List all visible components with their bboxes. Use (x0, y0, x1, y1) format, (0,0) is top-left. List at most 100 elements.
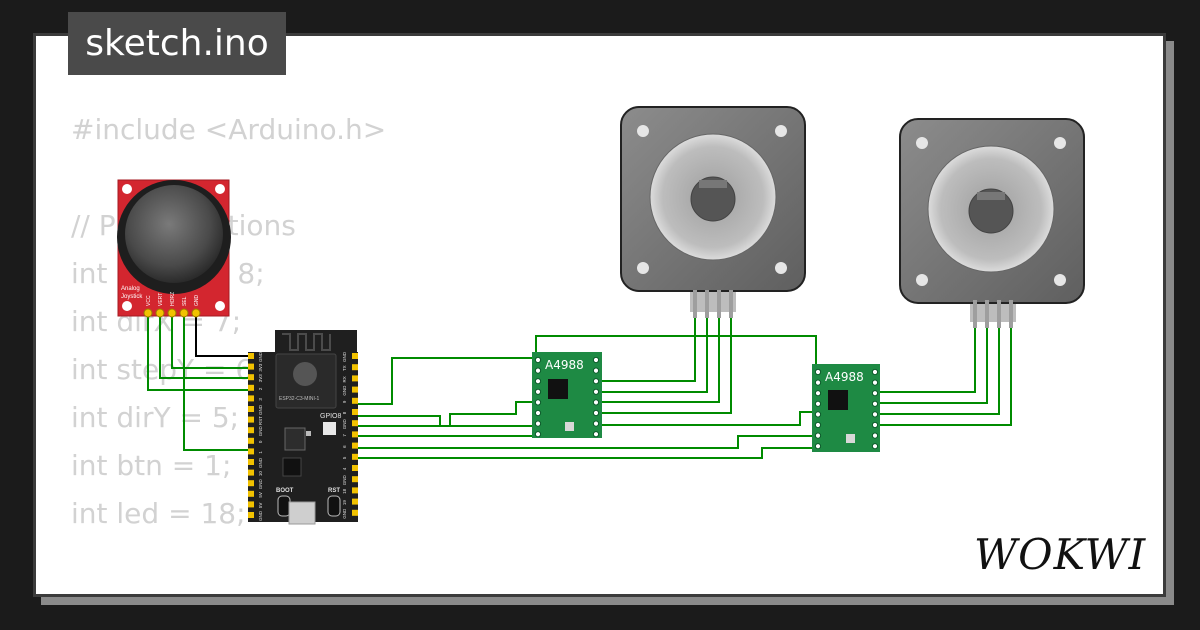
board-pin-left[interactable]: RST (248, 416, 263, 425)
board-pin-left[interactable]: GND (248, 510, 263, 521)
driver-pin[interactable] (871, 421, 879, 429)
board-pin-right[interactable]: 7 (342, 431, 358, 438)
file-tab[interactable]: sketch.ino (68, 12, 286, 75)
driver-pin[interactable] (871, 379, 879, 386)
rst-button[interactable] (327, 495, 341, 517)
joystick-pin[interactable]: VERT (155, 293, 165, 318)
driver-pin[interactable] (814, 400, 822, 407)
board-pin-right[interactable]: GND (342, 474, 358, 485)
esp32-c3-board[interactable]: ESP32-C3-MINI-1 GPIO8 BOOT RST GND3V33V3… (248, 330, 358, 525)
joystick-pin[interactable]: GND (191, 295, 201, 318)
driver-pin[interactable] (814, 379, 822, 386)
a4988-driver-1[interactable]: A4988 (532, 352, 602, 438)
board-pin-left[interactable]: GND (248, 478, 263, 489)
board-pin-right[interactable]: GND (342, 351, 358, 362)
board-pin-right[interactable]: 18 (342, 487, 358, 494)
board-pin-label: GND (258, 457, 263, 468)
board-pin-label: RX (342, 376, 347, 382)
board-pin-right[interactable]: GND (342, 508, 358, 519)
driver-pin[interactable] (814, 443, 822, 450)
driver-pin[interactable] (592, 367, 600, 374)
joystick-label-2: Joystick (121, 294, 143, 300)
board-pin-right[interactable]: 5 (342, 453, 358, 460)
joystick-pin[interactable]: SEL (179, 296, 189, 318)
boot-button[interactable] (277, 495, 291, 517)
motor-lead (729, 290, 733, 318)
driver-pin[interactable] (871, 400, 879, 407)
driver1-pins (534, 356, 600, 438)
motor-lead (705, 290, 709, 318)
board-pin-left[interactable]: 0 (248, 437, 263, 444)
board-pin-left[interactable]: 3V3 (248, 363, 263, 372)
driver-pin[interactable] (814, 421, 822, 429)
board-pin-label: GND (342, 474, 347, 485)
board-pin-left[interactable]: GND (248, 404, 263, 415)
board-pin-right[interactable]: GND (342, 385, 358, 396)
a4988-driver-2[interactable]: A4988 (812, 364, 880, 452)
board-pin-left[interactable]: GND (248, 425, 263, 436)
driver-pin[interactable] (592, 356, 600, 364)
board-pin-right[interactable]: 19 (342, 498, 358, 506)
driver2-pins (814, 368, 879, 450)
driver-pin[interactable] (814, 432, 822, 439)
board-pin-right[interactable]: RX (342, 375, 358, 383)
driver-pin[interactable] (592, 388, 600, 395)
driver-pin[interactable] (871, 390, 879, 397)
board-pin-left[interactable]: 10 (248, 469, 263, 477)
wire-driver1-motor1-4 (600, 318, 732, 414)
driver-pin[interactable] (534, 388, 542, 395)
stepper-motor-2[interactable] (899, 118, 1085, 328)
driver-pin[interactable] (871, 443, 879, 450)
board-pin-label: GND (342, 385, 347, 396)
motor-lead (693, 290, 697, 318)
driver-pin[interactable] (534, 367, 542, 374)
board-pin-left[interactable]: GND (248, 351, 263, 362)
board-pin-right[interactable]: TX (342, 364, 358, 371)
board-pin-right[interactable]: 6 (342, 442, 358, 449)
board-pin-left[interactable]: 1 (248, 448, 263, 455)
driver-pin[interactable] (534, 420, 542, 427)
driver-pin[interactable] (592, 399, 600, 406)
driver-pin[interactable] (534, 399, 542, 406)
stepper-motor-1[interactable] (620, 106, 806, 318)
driver-pin[interactable] (871, 411, 879, 418)
driver-pin[interactable] (814, 390, 822, 397)
wire-driver2-motor2-1 (880, 328, 976, 393)
joystick-pin[interactable]: VCC (143, 295, 153, 318)
driver-pin[interactable] (534, 409, 542, 417)
board-pin-label: 10 (258, 471, 263, 477)
driver-pin[interactable] (871, 432, 879, 439)
board-pin-right[interactable]: 8 (342, 409, 358, 415)
board-pin-left[interactable]: 5V (248, 501, 263, 508)
driver-pin[interactable] (592, 378, 600, 385)
board-pin-label: GND (342, 508, 347, 519)
driver-pin[interactable] (592, 431, 600, 438)
driver-pin[interactable] (592, 409, 600, 417)
joystick-knob[interactable] (125, 185, 223, 283)
board-pin-left[interactable]: GND (248, 457, 263, 468)
driver-pin[interactable] (534, 356, 542, 364)
board-pin-left[interactable]: 2 (248, 384, 263, 391)
driver-pin[interactable] (534, 431, 542, 438)
driver-pin[interactable] (814, 411, 822, 418)
boot-label: BOOT (276, 488, 294, 494)
board-pin-left[interactable]: 3 (248, 395, 263, 402)
board-pin-label: 9 (342, 400, 347, 403)
wokwi-logo: WOKWI (974, 530, 1146, 577)
joystick-pin[interactable]: HORZ (167, 292, 177, 318)
driver-pin[interactable] (814, 368, 822, 376)
driver-pin[interactable] (534, 378, 542, 385)
board-pin-right[interactable]: GND (342, 418, 358, 429)
board-pin-right[interactable]: 4 (342, 465, 358, 471)
joystick-label-1: Analog (121, 286, 140, 292)
board-pin-label: 2 (258, 387, 263, 390)
driver-pin[interactable] (592, 420, 600, 427)
board-pin-left[interactable]: 3V3 (248, 374, 263, 383)
board-pin-label: 19 (342, 500, 347, 506)
board-pin-label: 0 (258, 440, 263, 443)
driver-pin[interactable] (871, 368, 879, 376)
board-pin-left[interactable]: 5V (248, 490, 263, 498)
board-pin-right[interactable]: 9 (342, 397, 358, 404)
